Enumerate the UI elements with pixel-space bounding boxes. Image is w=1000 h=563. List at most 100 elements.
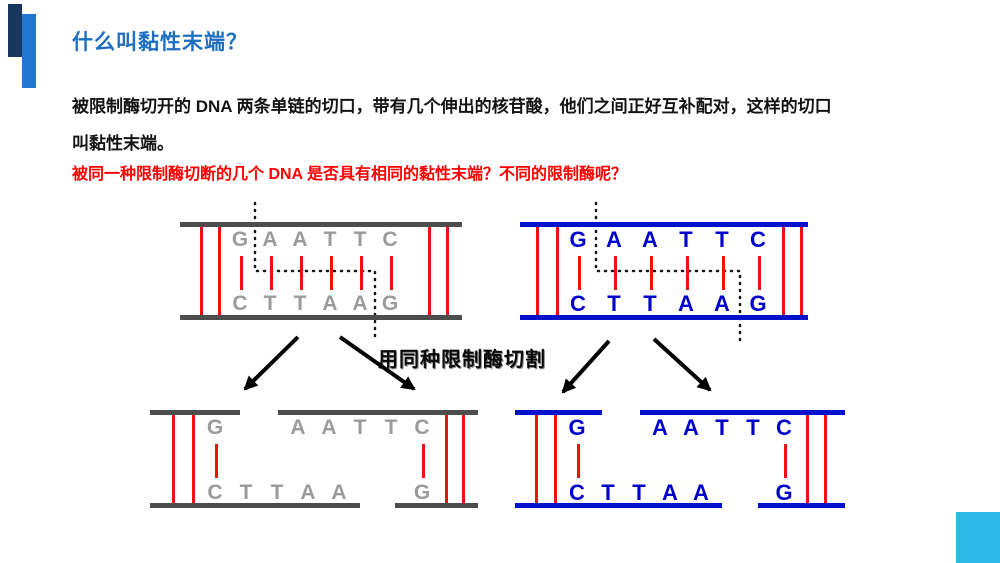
dna-base-letter: A — [290, 416, 306, 439]
dna-base-letter: C — [750, 227, 766, 252]
dna-base-letter: A — [652, 415, 668, 440]
base-pair-rung — [462, 415, 465, 503]
dna-base-letter: A — [606, 227, 622, 252]
dna-base-letter: T — [715, 415, 729, 440]
dna-base-letter: A — [683, 415, 699, 440]
base-pair-bond — [722, 256, 725, 290]
dna-base-letter: T — [679, 227, 693, 252]
fragment-a-backbone-top — [515, 410, 602, 415]
dna-base-letter: T — [643, 291, 657, 316]
dna-base-letter: T — [632, 480, 646, 505]
dna-base-letter: C — [232, 292, 248, 315]
base-pair-bond — [784, 444, 787, 478]
base-pair-bond — [240, 256, 243, 290]
base-pair-rung — [192, 415, 195, 503]
dna-base-letter: G — [569, 227, 587, 252]
base-pair-rung — [824, 415, 827, 503]
corner-accent-square — [956, 512, 1000, 563]
dna-base-letter: A — [693, 480, 709, 505]
arrow-right-down-right-icon — [652, 337, 712, 392]
dna-base-letter: G — [381, 292, 399, 315]
base-pair-bond — [758, 256, 761, 290]
dna-base-letter: T — [353, 228, 367, 251]
body-line-2: 叫黏性末端。 — [72, 134, 174, 153]
page-title: 什么叫黏性末端？ — [72, 31, 248, 54]
dna-base-letter: C — [776, 415, 792, 440]
dna-base-letter: T — [239, 481, 253, 504]
dna-base-letter: G — [231, 228, 249, 251]
dna-base-letter: G — [749, 291, 767, 316]
base-pair-bond — [390, 256, 393, 290]
dna-base-letter: A — [292, 228, 308, 251]
dna-base-letter: A — [662, 480, 678, 505]
fragment-a-backbone-top — [150, 410, 240, 415]
base-pair-rung — [428, 227, 431, 315]
base-pair-rung — [200, 227, 203, 315]
dna-base-letter: A — [322, 292, 338, 315]
dna-backbone-top — [180, 222, 462, 227]
body-text: 被限制酶切开的 DNA 两条单链的切口，带有几个伸出的核苷酸，他们之间正好互补配… — [72, 88, 952, 162]
base-pair-rung — [554, 415, 557, 503]
base-pair-bond — [300, 256, 303, 290]
accent-bar-dark — [8, 4, 22, 57]
body-line-1: 被限制酶切开的 DNA 两条单链的切口，带有几个伸出的核苷酸，他们之间正好互补配… — [72, 97, 832, 116]
question-text: 被同一种限制酶切断的几个 DNA 是否具有相同的黏性末端？不同的限制酶呢？ — [72, 166, 627, 183]
dna-base-letter: A — [714, 291, 730, 316]
base-pair-rung — [536, 227, 539, 315]
base-pair-bond — [650, 256, 653, 290]
base-pair-bond — [360, 256, 363, 290]
base-pair-rung — [172, 415, 175, 503]
dna-backbone-bottom — [520, 315, 808, 320]
fragment-b-backbone-top — [640, 410, 845, 415]
dna-base-letter: T — [270, 481, 284, 504]
dna-base-letter: T — [353, 416, 367, 439]
arrow-left-down-left-icon — [243, 335, 300, 391]
dna-base-letter: A — [352, 292, 368, 315]
fragment-b-backbone-bottom — [758, 503, 845, 508]
dna-base-letter: C — [569, 480, 585, 505]
dna-base-letter: G — [775, 480, 793, 505]
dna-backbone-top — [520, 222, 808, 227]
fragment-b-backbone-bottom — [395, 503, 478, 508]
base-pair-bond — [686, 256, 689, 290]
dna-base-letter: G — [413, 481, 431, 504]
dna-base-letter: C — [207, 481, 223, 504]
dna-base-letter: G — [206, 416, 224, 439]
base-pair-bond — [578, 256, 581, 290]
dna-base-letter: A — [300, 481, 316, 504]
dna-base-letter: T — [601, 480, 615, 505]
cut-path-right-icon — [594, 201, 742, 342]
arrow-left-down-right-icon — [338, 335, 416, 391]
base-pair-rung — [800, 227, 803, 315]
dna-base-letter: A — [678, 291, 694, 316]
dna-base-letter: T — [384, 416, 398, 439]
dna-base-letter: A — [262, 228, 278, 251]
dna-base-letter: C — [382, 228, 398, 251]
dna-base-letter: T — [263, 292, 277, 315]
dna-base-letter: A — [321, 416, 337, 439]
base-pair-rung — [218, 227, 221, 315]
base-pair-rung — [806, 415, 809, 503]
base-pair-bond — [577, 444, 580, 478]
dna-base-letter: T — [293, 292, 307, 315]
base-pair-bond — [215, 444, 218, 478]
base-pair-bond — [422, 444, 425, 478]
dna-base-letter: G — [568, 415, 586, 440]
